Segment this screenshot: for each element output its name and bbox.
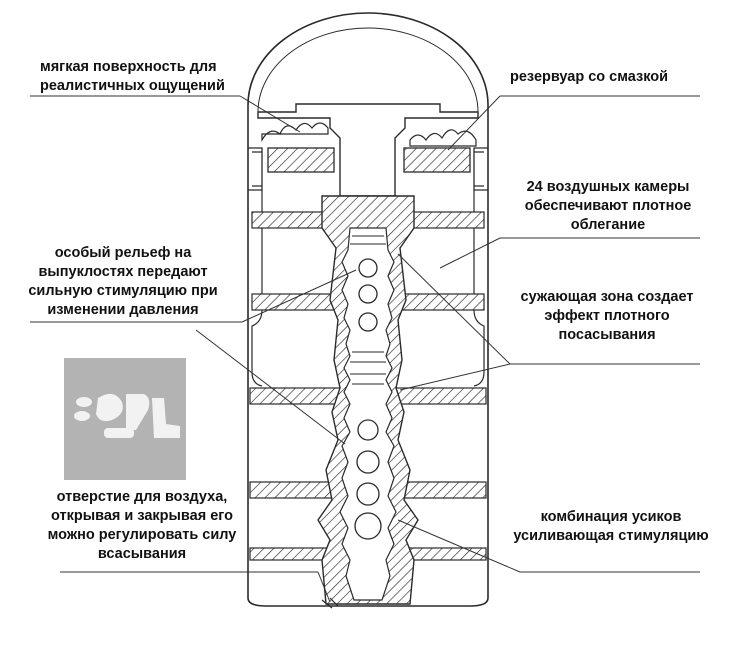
leader-tentacles-diag bbox=[397, 519, 521, 573]
label-air-hole: отверстие для воздуха, открывая и закрыв… bbox=[47, 489, 237, 562]
top-cap bbox=[257, 103, 479, 197]
label-air-chambers: 24 воздушных камеры обеспечивают плотное… bbox=[524, 179, 692, 233]
canal-ribs bbox=[350, 235, 386, 385]
leader-reservoir-diag bbox=[447, 95, 501, 151]
soft-surface-right bbox=[409, 129, 477, 147]
soft-surface-left bbox=[261, 122, 329, 143]
bead-4 bbox=[357, 419, 379, 441]
label-relief: особый рельеф на выпуклостях передают си… bbox=[28, 245, 218, 318]
inner-sleeve-upper-right bbox=[473, 190, 485, 387]
lube-reservoir-right bbox=[403, 147, 471, 173]
bead-5 bbox=[356, 450, 380, 474]
bead-6 bbox=[356, 482, 380, 506]
leader-relief-diag bbox=[241, 269, 357, 323]
canal-channel bbox=[339, 227, 397, 601]
leader-narrow-diag1 bbox=[397, 253, 511, 365]
leader-chambers-diag bbox=[439, 237, 501, 269]
bead-3 bbox=[358, 312, 378, 332]
leader-relief-diag2 bbox=[195, 329, 346, 445]
brand-logo bbox=[64, 358, 186, 480]
beads bbox=[354, 258, 382, 540]
bead-7 bbox=[354, 512, 382, 540]
label-narrow-zone: сужающая зона создает эффект плотного по… bbox=[520, 289, 694, 343]
label-soft-surface: мягкая поверхность для реалистичных ощущ… bbox=[40, 59, 225, 94]
side-clamp-right bbox=[473, 147, 488, 191]
label-tentacles: комбинация усиков усиливающая стимуляцию bbox=[513, 509, 709, 544]
air-hole bbox=[321, 597, 339, 609]
bead-1 bbox=[358, 258, 378, 278]
leader-narrow-diag2 bbox=[399, 363, 511, 391]
inner-shell-line bbox=[257, 27, 479, 113]
bead-2 bbox=[358, 284, 378, 304]
leader-lines bbox=[30, 95, 700, 603]
leader-soft-surface-diag bbox=[239, 95, 301, 133]
label-lube-reservoir: резервуар со смазкой bbox=[510, 69, 669, 85]
leader-air-hole-diag bbox=[317, 571, 331, 603]
inner-sleeve-upper bbox=[251, 190, 263, 387]
lube-reservoir-left bbox=[267, 147, 335, 173]
outer-shell bbox=[247, 12, 489, 607]
side-clamp-left bbox=[248, 147, 263, 191]
